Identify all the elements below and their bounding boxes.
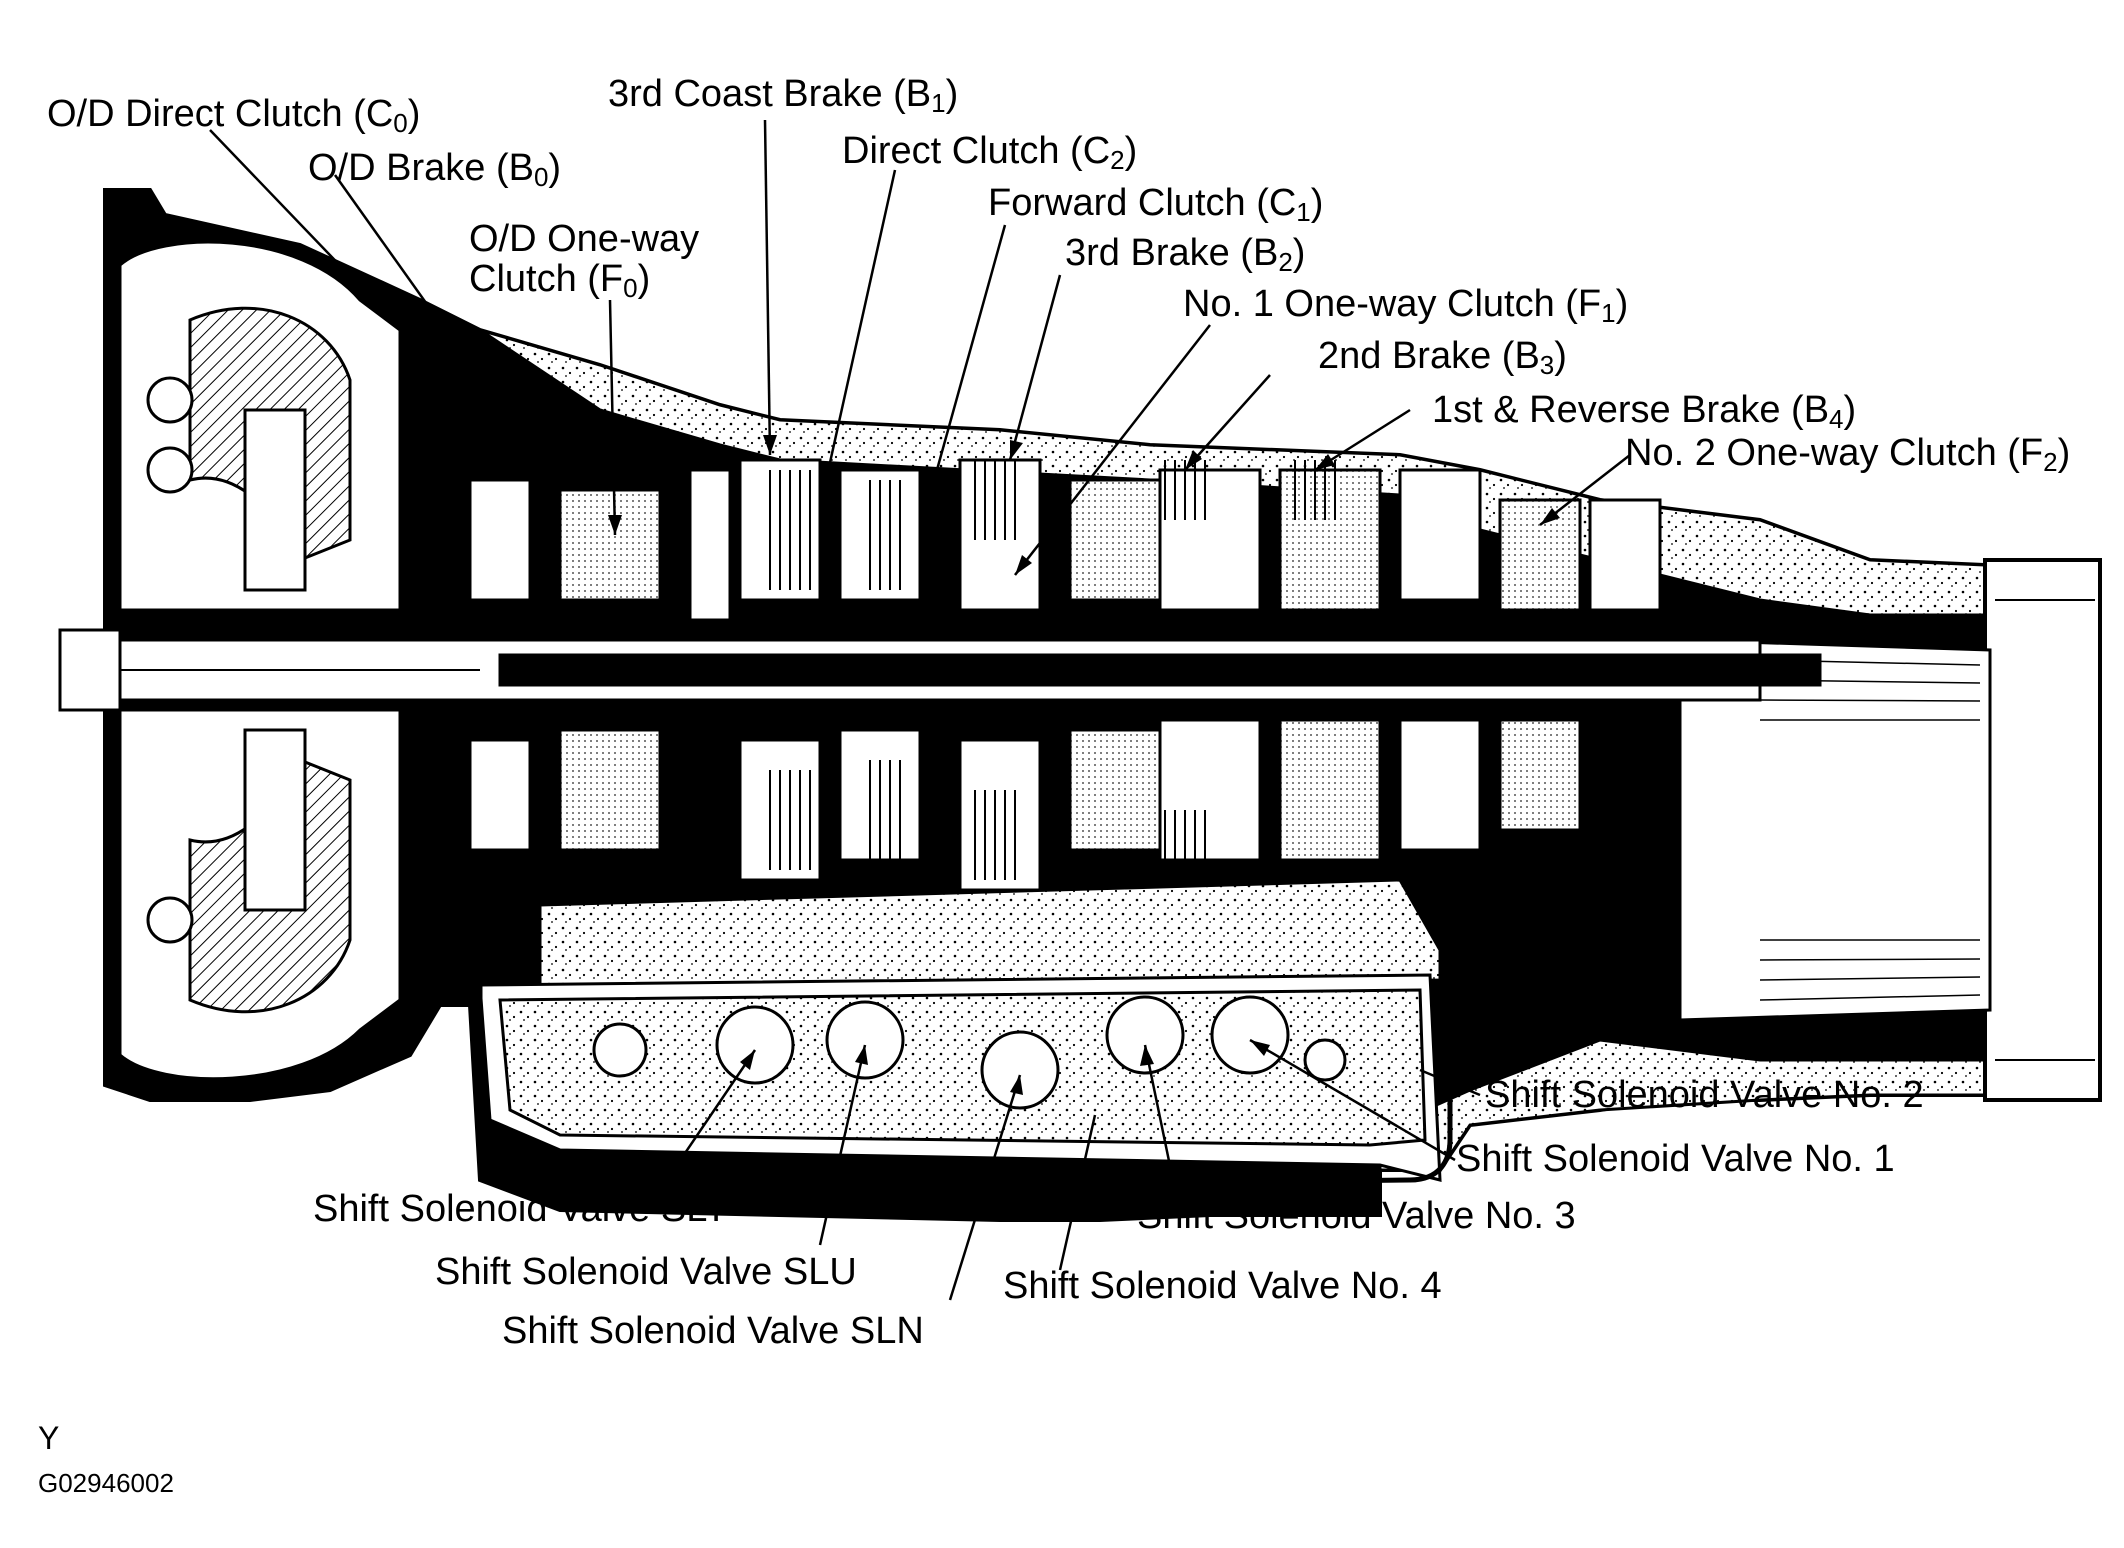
label-ssv-no2: Shift Solenoid Valve No. 2 (1485, 1074, 1924, 1116)
label-no2-oneway-clutch: No. 2 One-way Clutch (F2) (1625, 432, 2071, 477)
solenoid-no3 (1105, 995, 1185, 1075)
label-first-reverse-brake: 1st & Reverse Brake (B4) (1432, 389, 1857, 434)
label-od-direct-clutch: O/D Direct Clutch (C0) (47, 93, 421, 138)
torque-converter (118, 240, 402, 1081)
leader-arrowheads (428, 356, 1560, 1095)
gear-sets-lower (468, 718, 1582, 892)
label-second-brake: 2nd Brake (B3) (1318, 335, 1567, 380)
label-forward-clutch: Forward Clutch (C1) (988, 182, 1324, 227)
solenoid-slt (715, 1005, 795, 1085)
label-ssv-slt: Shift Solenoid Valve SLT (313, 1188, 728, 1230)
label-third-brake: 3rd Brake (B2) (1065, 232, 1306, 277)
clutch-plates-lower (769, 760, 1206, 880)
solenoid-valves (592, 995, 1347, 1110)
label-ssv-sln: Shift Solenoid Valve SLN (502, 1310, 924, 1352)
label-direct-clutch: Direct Clutch (C2) (842, 130, 1138, 175)
label-od-brake: O/D Brake (B0) (308, 147, 562, 192)
label-ssv-no1: Shift Solenoid Valve No. 1 (1456, 1138, 1895, 1180)
label-ssv-no4: Shift Solenoid Valve No. 4 (1003, 1265, 1442, 1307)
label-ssv-no3: Shift Solenoid Valve No. 3 (1137, 1195, 1576, 1237)
valve-body (478, 878, 1442, 1182)
solenoid-sln (980, 1030, 1060, 1110)
footer-code: G02946002 (38, 1468, 174, 1498)
label-ssv-slu: Shift Solenoid Valve SLU (435, 1251, 857, 1293)
label-od-oneway-clutch: O/D One-way Clutch (F0) (469, 218, 700, 303)
label-third-coast-brake: 3rd Coast Brake (B1) (608, 73, 959, 118)
clutch-plates-upper (769, 460, 1336, 590)
footer-letter: Y (38, 1420, 60, 1456)
solenoid-slu (825, 1000, 905, 1080)
label-no1-oneway-clutch: No. 1 One-way Clutch (F1) (1183, 283, 1629, 328)
main-shaft (58, 628, 1822, 712)
solenoid-no1 (1210, 995, 1290, 1075)
